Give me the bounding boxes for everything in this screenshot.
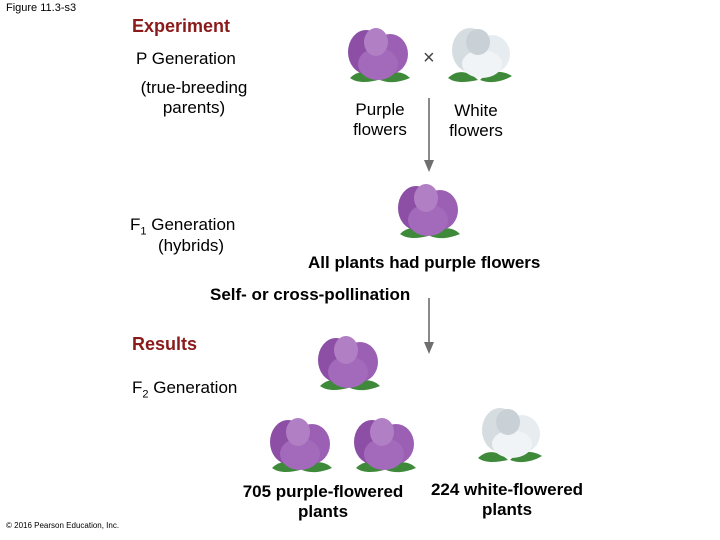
copyright: © 2016 Pearson Education, Inc. (6, 521, 120, 530)
purple-flower-icon (398, 184, 460, 239)
f1-result-label: All plants had purple flowers (308, 253, 541, 272)
p-generation-note: (true-breeding parents) (140, 78, 248, 117)
arrowhead-f1-to-f2 (424, 342, 434, 354)
purple-flowers-label: Purple flowers (353, 100, 407, 139)
arrow-f1-to-f2 (428, 298, 430, 344)
pollination-label: Self- or cross-pollination (210, 285, 411, 304)
cross-symbol: × (423, 47, 435, 69)
f2-generation-label: F2 Generation (132, 378, 238, 401)
figure-label: Figure 11.3-s3 (6, 2, 77, 14)
white-flowers-label: White flowers (449, 101, 503, 140)
arrowhead-p-to-f1 (424, 160, 434, 172)
arrow-p-to-f1 (428, 98, 430, 162)
f1-generation-note: (hybrids) (157, 236, 225, 255)
results-heading: Results (132, 334, 198, 354)
f1-generation-label: F1 Generation (130, 215, 236, 238)
white-flower-icon (448, 28, 512, 83)
purple-flower-icon (348, 28, 410, 83)
white-flower-icon (478, 408, 542, 463)
purple-flower-icon (270, 418, 332, 473)
purple-flower-icon (354, 418, 416, 473)
experiment-heading: Experiment (132, 16, 231, 36)
purple-count-label: 705 purple-flowered plants (242, 482, 404, 521)
white-count-label: 224 white-flowered plants (430, 480, 584, 519)
p-generation-label: P Generation (136, 49, 236, 68)
purple-flower-icon (318, 336, 380, 391)
